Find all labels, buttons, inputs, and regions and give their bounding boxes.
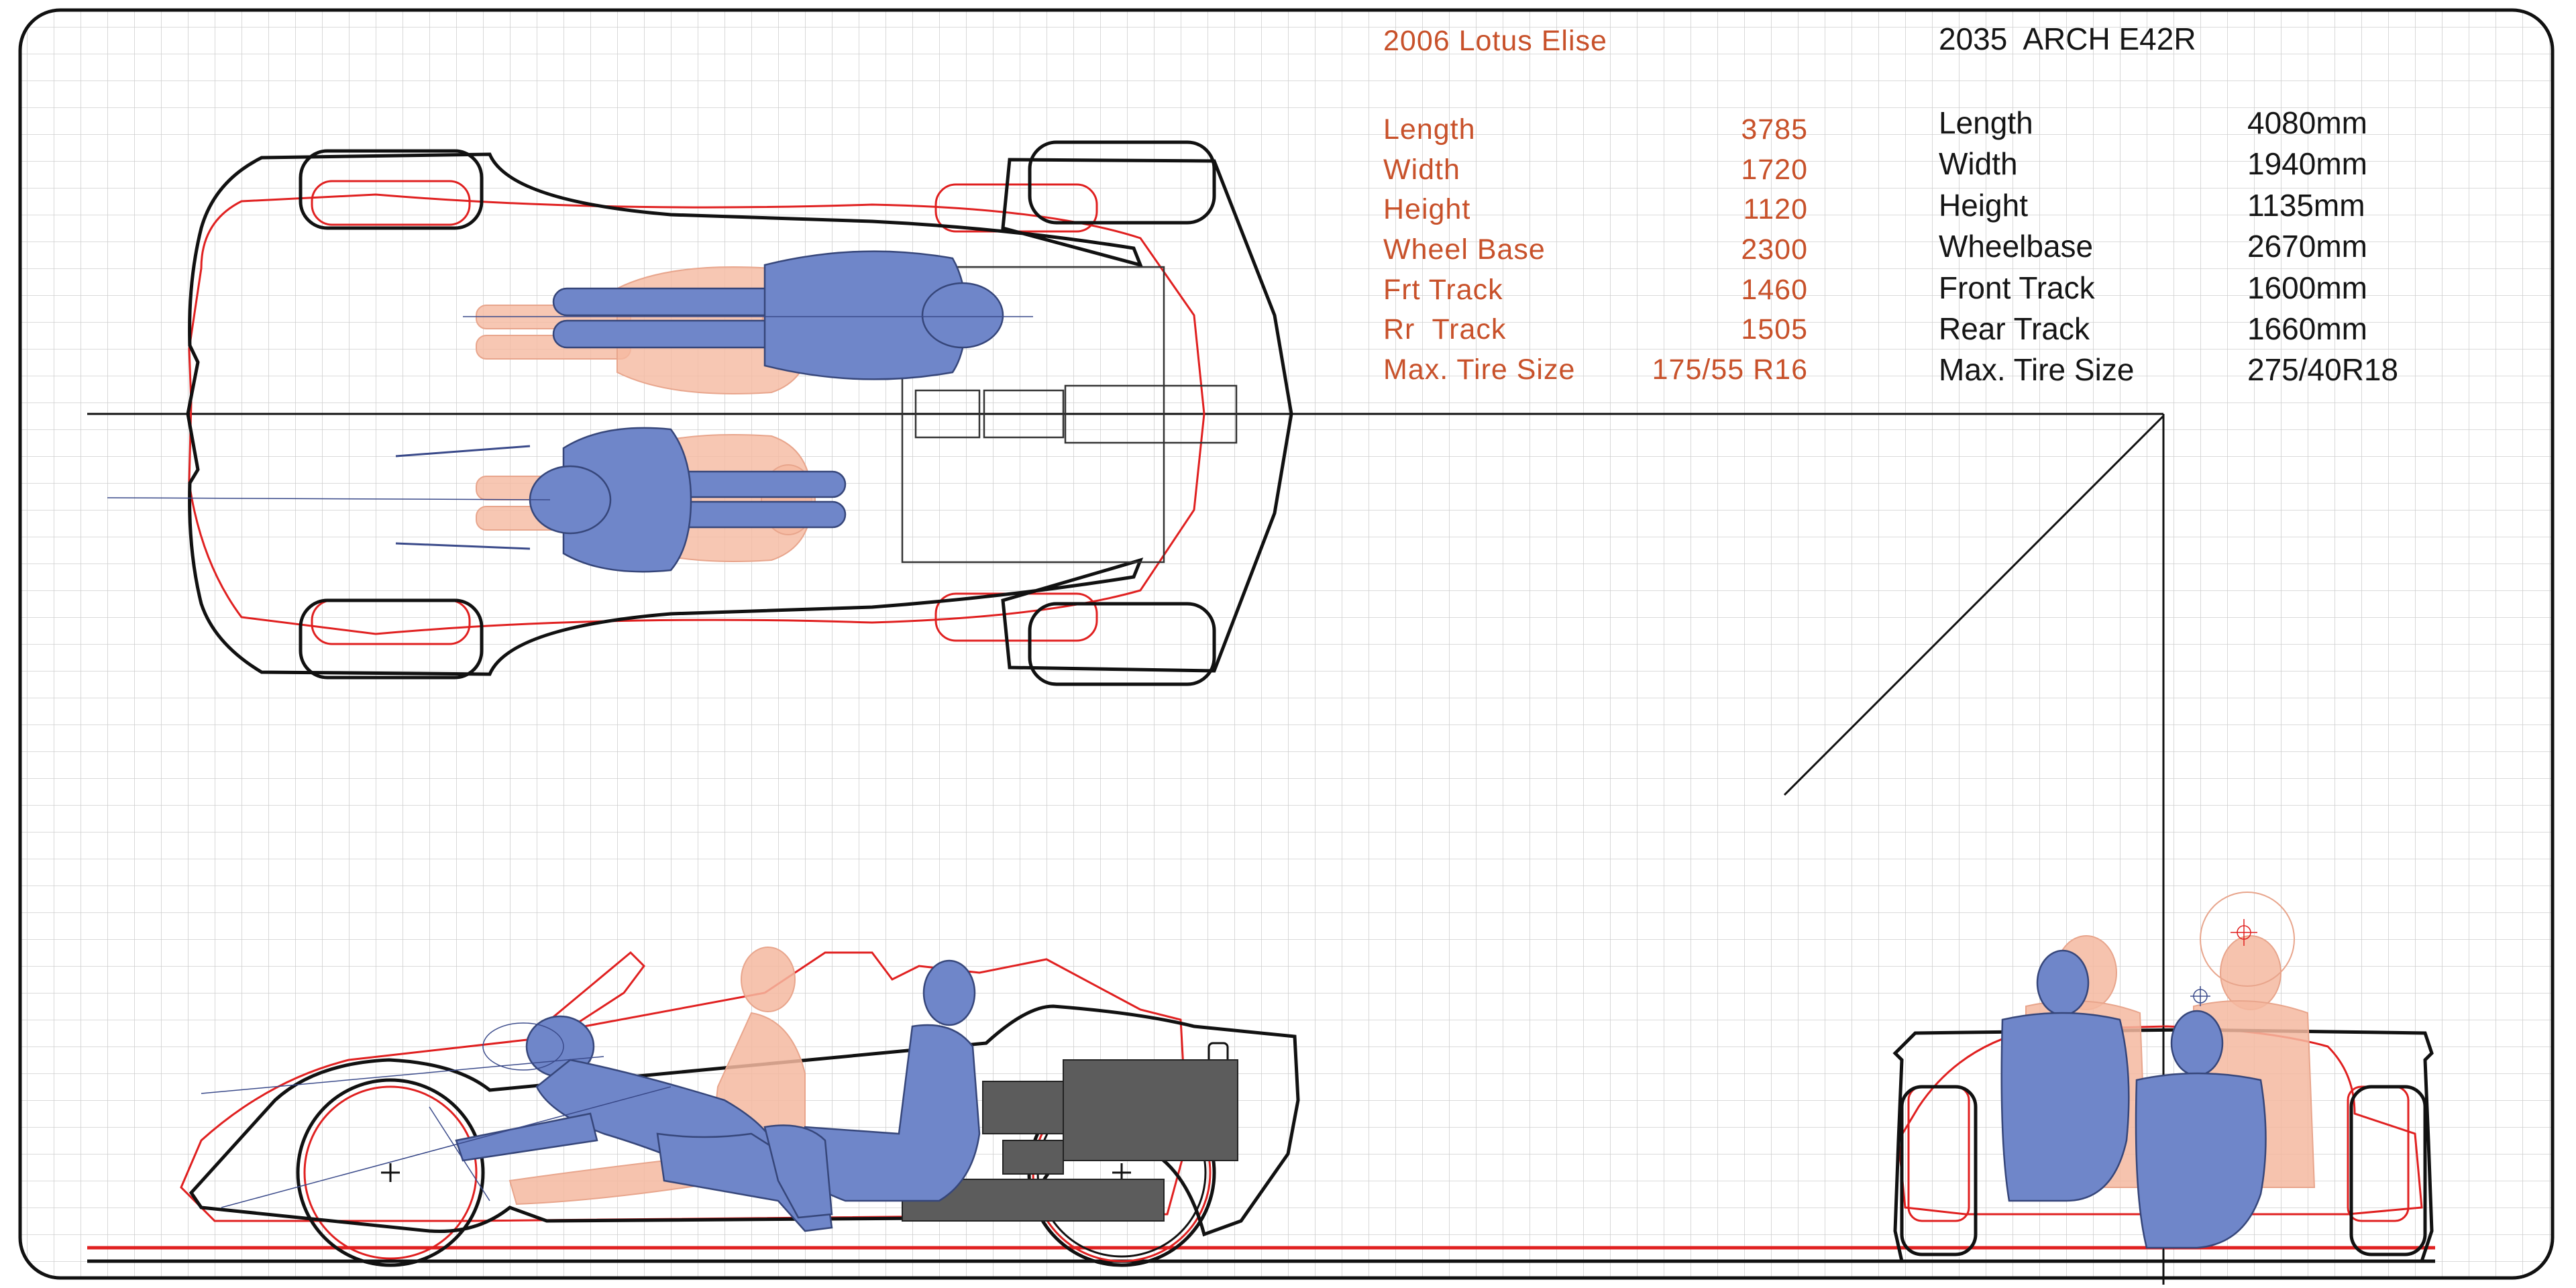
arch-front-left-wheel-front xyxy=(1900,1085,1978,1256)
side-view xyxy=(87,947,2435,1267)
arch-occupant-upper-plan xyxy=(552,250,1004,380)
front-axle-mark xyxy=(381,1163,400,1182)
front-view xyxy=(1892,892,2434,1268)
arch-spec-value: 1135mm xyxy=(2247,188,2365,223)
lotus-spec-label: Wheel Base xyxy=(1383,233,1546,266)
arch-spec-label: Rear Track xyxy=(1939,311,2090,346)
lotus-spec-value: 1505 xyxy=(1741,313,1808,345)
plan-battery-cell-1 xyxy=(914,389,981,439)
arch-front-left-wheel xyxy=(299,149,484,230)
plan-battery-frame xyxy=(901,266,1165,564)
lotus-side-outline xyxy=(180,951,1189,1222)
arch-rear-right-wheel xyxy=(1028,602,1216,686)
arch-plan-outline xyxy=(186,152,1293,676)
arch-title: 2035 ARCH E42R xyxy=(1939,21,2196,56)
lotus-spec-value: 1720 xyxy=(1741,154,1808,186)
arch-front-outline xyxy=(1892,1028,2434,1263)
lotus-spec-value: 1120 xyxy=(1743,193,1808,225)
lotus-spec-value: 3785 xyxy=(1741,113,1808,146)
arch-spec-label: Wheelbase xyxy=(1939,229,2094,264)
projection-45-line xyxy=(1783,415,2165,796)
plan-battery-cell-3 xyxy=(1064,384,1238,444)
lotus-title: 2006 Lotus Elise xyxy=(1383,25,1607,57)
arch-spec-value: 4080mm xyxy=(2247,105,2367,140)
arch-occupants-front xyxy=(2000,949,2267,1249)
arch-passenger-side xyxy=(763,959,981,1219)
lotus-spec-label: Frt Track xyxy=(1383,274,1503,306)
arch-spec-value: 275/40R18 xyxy=(2247,352,2399,387)
lotus-plan-outline xyxy=(188,193,1205,635)
arch-spec-value: 1940mm xyxy=(2247,146,2367,181)
arch-spec-label: Max. Tire Size xyxy=(1939,352,2135,387)
lotus-spec-value: 1460 xyxy=(1741,274,1808,306)
side-sightlines xyxy=(201,1022,672,1208)
arch-spec-value: 1660mm xyxy=(2247,311,2367,346)
arch-spec-label: Height xyxy=(1939,188,2028,223)
arch-spec-label: Front Track xyxy=(1939,270,2095,305)
lotus-spec-label: Height xyxy=(1383,193,1471,225)
arch-front-right-wheel xyxy=(299,598,484,680)
arch-front-wheel-side xyxy=(296,1078,485,1267)
arch-front-right-wheel-front xyxy=(2349,1085,2427,1256)
lotus-spec-label: Width xyxy=(1383,154,1460,186)
lotus-spec-label: Rr Track xyxy=(1383,313,1507,345)
front-crosshairs xyxy=(2190,919,2257,1006)
lotus-front-left-tire xyxy=(311,180,471,226)
plan-view xyxy=(87,140,2165,1285)
lotus-spec-value: 175/55 R16 xyxy=(1652,354,1808,386)
plan-steering-lines xyxy=(107,316,1033,550)
plan-battery-cell-2 xyxy=(983,389,1065,439)
arch-spec-value: 1600mm xyxy=(2247,270,2367,305)
arch-spec-value: 2670mm xyxy=(2247,229,2367,264)
lotus-spec-value: 2300 xyxy=(1741,233,1808,266)
arch-occupant-lower-plan xyxy=(529,427,847,573)
lotus-spec-label: Max. Tire Size xyxy=(1383,354,1576,386)
arch-rear-left-wheel xyxy=(1028,140,1216,225)
arch-spec-label: Length xyxy=(1939,105,2033,140)
lotus-spec-label: Length xyxy=(1383,113,1476,146)
side-battery-blocks xyxy=(902,1059,1238,1222)
lotus-front-wheel-side xyxy=(303,1085,478,1260)
arch-spec-label: Width xyxy=(1939,146,2018,181)
